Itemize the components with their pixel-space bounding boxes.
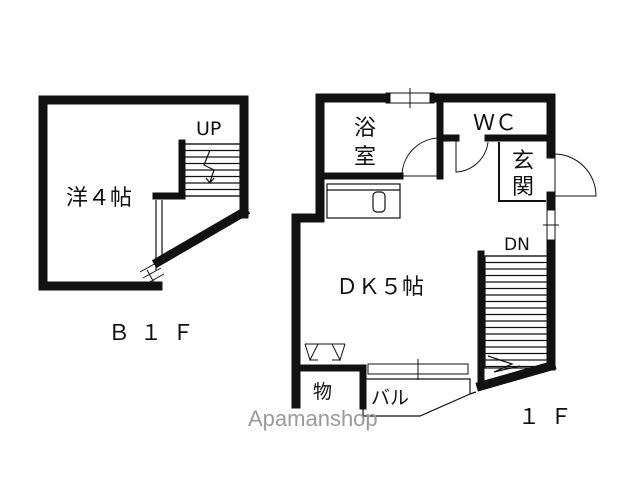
b1f-room-label: 洋４帖	[66, 186, 132, 211]
f1-bath-label-1: 浴	[354, 116, 376, 141]
b1f-stair-wall	[152, 139, 186, 200]
b1f-stair-label: UP	[196, 118, 221, 140]
b1f-diagonal-window	[139, 261, 165, 289]
f1-storage-wall	[292, 364, 367, 410]
f1-entrance-label-1: 玄	[512, 149, 534, 174]
f1-entrance-box	[498, 142, 546, 202]
b1f-stair-treads	[181, 143, 241, 197]
b1f-floor-label: Ｂ１Ｆ	[108, 321, 204, 346]
f1-storage-label: 物	[313, 381, 332, 403]
f1-diagonal-wall	[475, 360, 557, 392]
f1-balcony-outline	[362, 378, 477, 417]
f1-wc-door	[455, 138, 489, 173]
stair-outline	[181, 143, 241, 197]
f1-plan: 浴 室 ＷＣ 玄 関 DN ＤＫ５帖 物 バル １Ｆ	[291, 88, 597, 430]
watermark: Apamanshop	[248, 406, 378, 431]
f1-stair-treads	[484, 255, 549, 369]
f1-stair-label: DN	[504, 235, 530, 255]
b1f-stair-arrow	[203, 149, 215, 184]
f1-outer-wall	[291, 93, 556, 409]
f1-balcony-sash	[367, 359, 469, 380]
f1-closet-door	[304, 343, 346, 362]
f1-dk-label: ＤＫ５帖	[336, 275, 424, 300]
f1-floor-label: １Ｆ	[518, 405, 582, 430]
f1-stair-zigzag	[487, 355, 521, 373]
f1-bath-label-2: 室	[354, 145, 376, 170]
f1-right-window	[543, 205, 559, 245]
f1-entrance-label-2: 関	[512, 175, 534, 200]
f1-wc-label: ＷＣ	[473, 111, 517, 136]
b1f-outer-wall	[38, 95, 249, 291]
f1-bath-door	[400, 137, 441, 177]
b1f-plan: UP 洋４帖 Ｂ１Ｆ	[38, 95, 251, 346]
b1f-diagonal-wall	[151, 205, 251, 269]
f1-bath-window	[385, 88, 435, 108]
f1-kitchen-counter	[326, 183, 401, 219]
f1-entrance-door	[554, 153, 597, 197]
f1-bath-wall	[316, 100, 444, 180]
f1-balcony-label: バル	[371, 387, 409, 409]
stair-outline	[484, 255, 549, 369]
